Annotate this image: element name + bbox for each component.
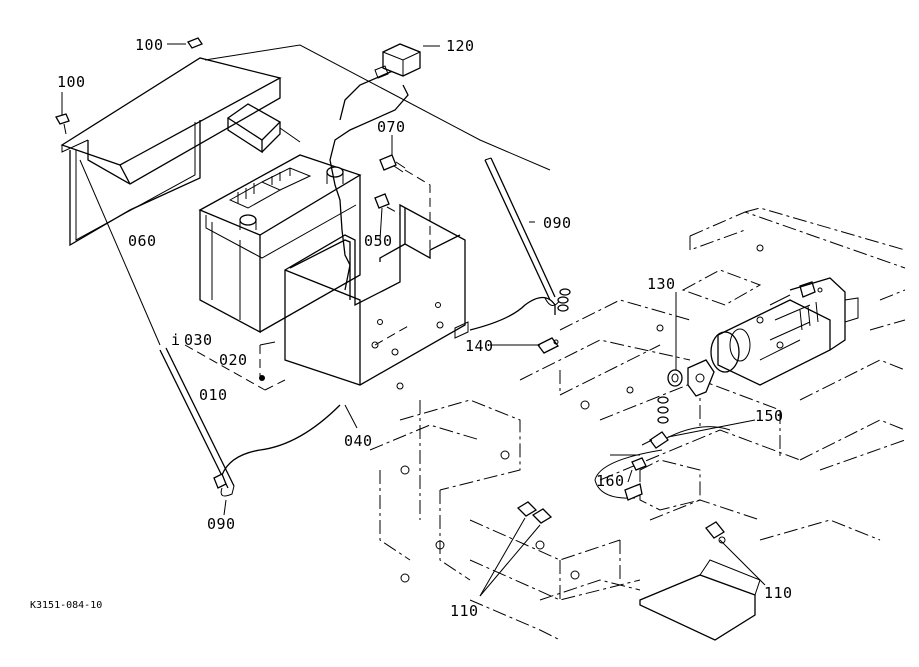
label-130: 130	[647, 275, 676, 293]
label-100-top: 100	[135, 36, 164, 54]
label-140: 140	[465, 337, 494, 355]
label-040: 040	[344, 432, 373, 450]
label-110-bottom: 110	[450, 602, 479, 620]
starter-motor	[710, 277, 859, 386]
battery	[198, 103, 362, 334]
terminal-140	[537, 337, 559, 354]
bolt-050	[374, 193, 401, 215]
label-070: 070	[377, 118, 406, 136]
clips-110	[516, 501, 725, 539]
label-150: 150	[755, 407, 784, 425]
label-020: 020	[219, 351, 248, 369]
label-030: 030	[184, 331, 213, 349]
label-060: 060	[128, 232, 157, 250]
frame-outline	[369, 207, 906, 641]
label-160: 160	[596, 472, 625, 490]
battery-assembly-bracket	[184, 341, 286, 391]
label-010: 010	[199, 386, 228, 404]
clip-100-top	[175, 37, 203, 49]
clip-100-left	[55, 113, 70, 135]
battery-cover	[60, 57, 282, 247]
rod-090-bottom	[159, 347, 235, 497]
bolt-160	[624, 457, 647, 501]
diagram-code: K3151-084-10	[30, 600, 103, 611]
grommet-130	[667, 369, 683, 387]
label-090-bottom: 090	[207, 515, 236, 533]
cables	[79, 44, 731, 499]
bolt-070	[379, 154, 431, 250]
label-100-left: 100	[57, 73, 86, 91]
floor-plate	[639, 559, 761, 641]
washers	[557, 288, 669, 424]
label-030-prefix: i	[171, 331, 181, 349]
label-110-right: 110	[764, 584, 793, 602]
label-090-top: 090	[543, 214, 572, 232]
label-120: 120	[446, 37, 475, 55]
cable-end-150	[641, 431, 669, 449]
terminal-120	[374, 43, 421, 79]
rod-090-top	[484, 157, 561, 306]
leader-lines	[61, 43, 766, 597]
starter-solenoid-boot	[687, 359, 715, 397]
battery-box	[284, 203, 469, 390]
label-050: 050	[364, 232, 393, 250]
